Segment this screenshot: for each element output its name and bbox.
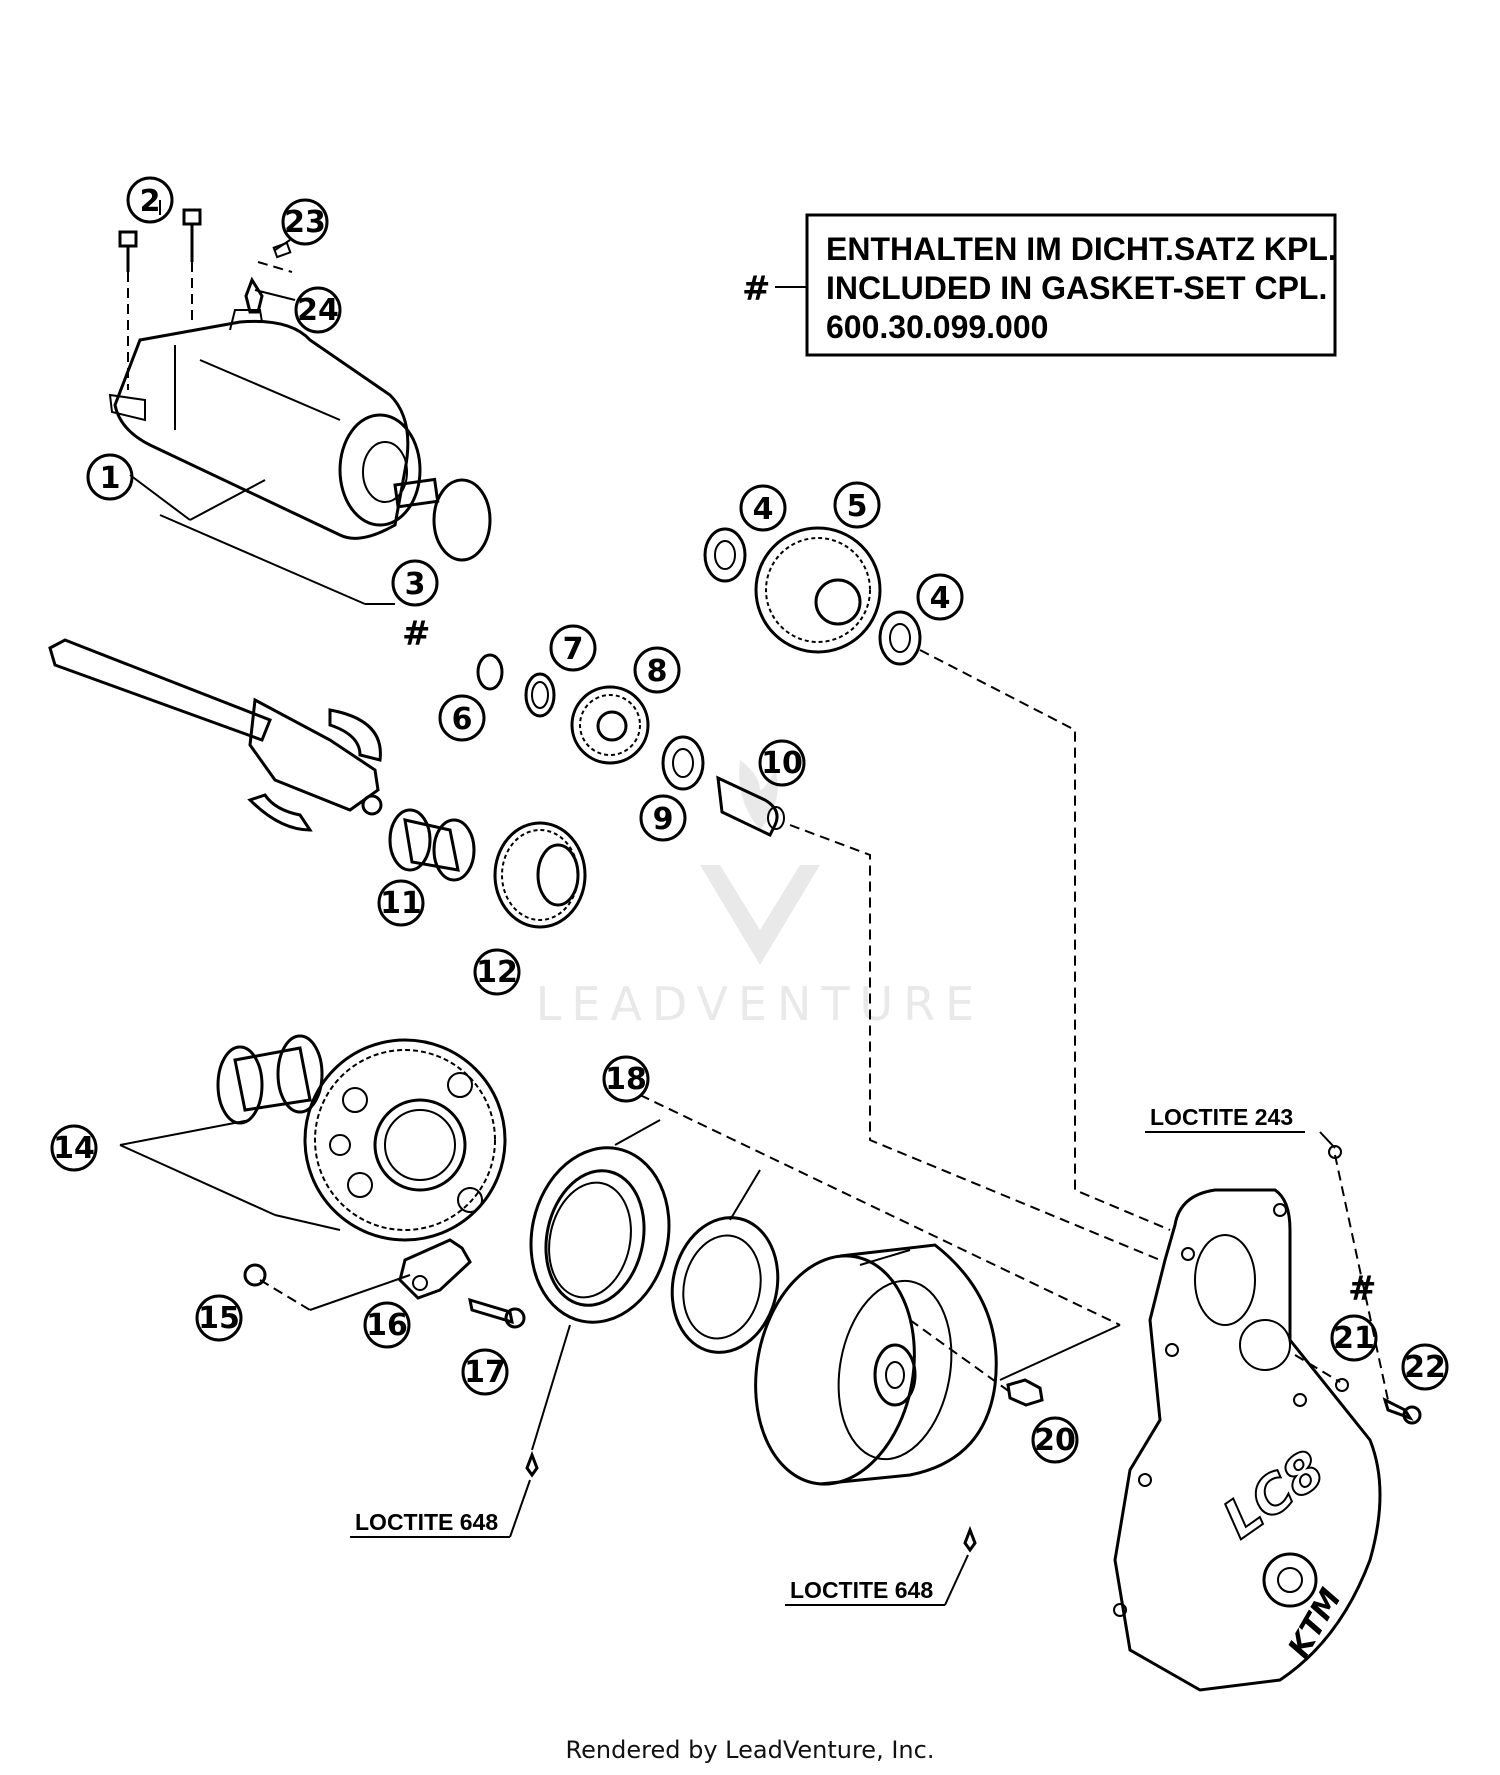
crankshaft — [48, 638, 383, 832]
freewheel-gear-assembly — [216, 1034, 507, 1242]
callout-23: 23 — [284, 205, 326, 240]
cover-screw-parts — [1328, 1145, 1422, 1425]
callout-1: 1 — [100, 461, 121, 496]
gear-12 — [493, 821, 587, 929]
stator-rotor-assembly — [529, 1146, 998, 1486]
callout-16: 16 — [366, 1308, 408, 1343]
loctite-648-center-label: LOCTITE 648 — [790, 1577, 933, 1603]
callout-7: 7 — [563, 632, 584, 667]
watermark: LEADVENTURE — [536, 760, 985, 1031]
generator-cover: LC8 KTM — [1113, 1188, 1382, 1692]
watermark-text: LEADVENTURE — [536, 977, 985, 1031]
small-gear-parts — [476, 653, 785, 837]
callout-22: 22 — [1404, 1350, 1446, 1385]
callout-3: 3 — [405, 567, 426, 602]
callout-21: 21 — [1333, 1321, 1375, 1356]
note-line-1: ENTHALTEN IM DICHT.SATZ KPL. — [826, 231, 1337, 267]
callout-4-left: 4 — [753, 492, 774, 527]
assembly-lines — [789, 649, 1389, 1401]
needle-bearing-11 — [388, 808, 476, 882]
callout-5: 5 — [847, 489, 868, 524]
callout-15: 15 — [198, 1301, 240, 1336]
cover-logo-lc8: LC8 — [1213, 1440, 1335, 1551]
intermediate-gear-assembly — [703, 526, 922, 666]
starter-motor — [108, 309, 440, 540]
callout-20: 20 — [1034, 1423, 1076, 1458]
loctite-dots — [525, 1450, 977, 1553]
callout-8: 8 — [647, 654, 668, 689]
callout-14: 14 — [53, 1131, 95, 1166]
callout-24: 24 — [297, 293, 339, 328]
hash-mark-part-3: # — [402, 614, 431, 654]
callout-labels: 1 2 3 4 4 5 6 7 8 9 10 11 12 14 15 16 17… — [53, 184, 1446, 1458]
loctite-243-label: LOCTITE 243 — [1150, 1104, 1293, 1130]
rotor-nut — [1006, 1378, 1044, 1407]
loctite-648-left-label: LOCTITE 648 — [355, 1509, 498, 1535]
starter-terminal-parts — [244, 241, 293, 314]
callout-6: 6 — [452, 702, 473, 737]
freewheel-small-parts — [243, 1238, 526, 1329]
callout-2: 2 — [140, 184, 161, 219]
footer-credit: Rendered by LeadVenture, Inc. — [565, 1736, 935, 1764]
hash-mark-part-21: # — [1348, 1269, 1377, 1309]
starter-screws — [118, 208, 202, 390]
callout-11: 11 — [380, 886, 422, 921]
callout-9: 9 — [653, 802, 674, 837]
callout-circles — [50, 176, 1449, 1464]
callout-12: 12 — [476, 955, 518, 990]
leader-lines — [119, 200, 1336, 1606]
note-line-2: INCLUDED IN GASKET-SET CPL. — [826, 270, 1327, 306]
loctite-labels: LOCTITE 243 LOCTITE 648 LOCTITE 648 — [350, 1104, 1305, 1606]
callout-4-right: 4 — [930, 581, 951, 616]
note-hash-marker: # — [742, 269, 771, 309]
note-line-3: 600.30.099.000 — [826, 309, 1048, 345]
gasket-set-note: # ENTHALTEN IM DICHT.SATZ KPL. INCLUDED … — [742, 213, 1337, 357]
callout-10: 10 — [761, 746, 803, 781]
callout-18: 18 — [605, 1062, 647, 1097]
o-ring — [432, 478, 492, 562]
callout-17: 17 — [464, 1355, 506, 1390]
